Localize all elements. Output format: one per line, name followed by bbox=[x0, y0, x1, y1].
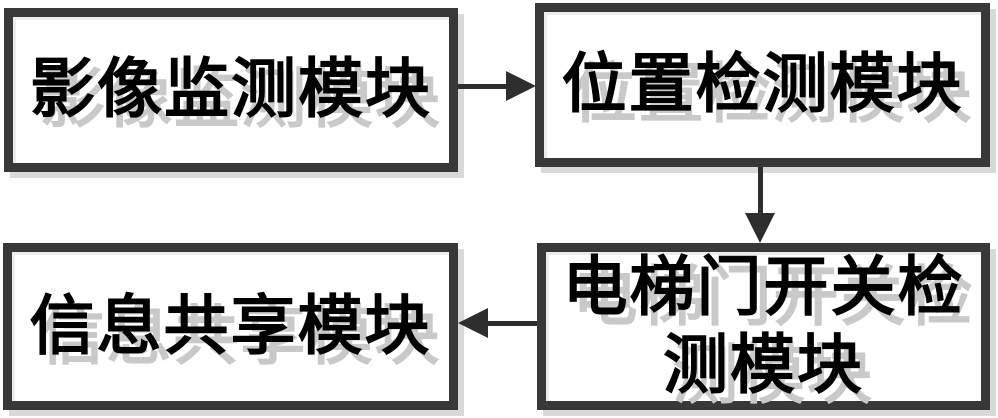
node-information-sharing-module: 信息共享模块 bbox=[3, 243, 458, 410]
arrowhead-left-icon bbox=[458, 308, 488, 338]
node-label: 影像监测模块 bbox=[29, 54, 432, 126]
edge-door-to-info-line bbox=[484, 321, 537, 326]
node-elevator-door-switch-detection-module: 电梯门开关检 测模块 bbox=[537, 243, 990, 410]
arrowhead-down-icon bbox=[745, 213, 775, 243]
node-position-detection-module: 位置检测模块 bbox=[535, 3, 990, 167]
edge-image-to-position-line bbox=[458, 84, 512, 89]
node-image-monitoring-module: 影像监测模块 bbox=[4, 8, 458, 172]
node-label: 信息共享模块 bbox=[29, 290, 432, 363]
node-label: 位置检测模块 bbox=[561, 49, 964, 121]
arrowhead-right-icon bbox=[506, 71, 536, 101]
edge-position-to-door-line bbox=[758, 167, 763, 215]
node-label: 电梯门开关检 测模块 bbox=[562, 251, 965, 402]
